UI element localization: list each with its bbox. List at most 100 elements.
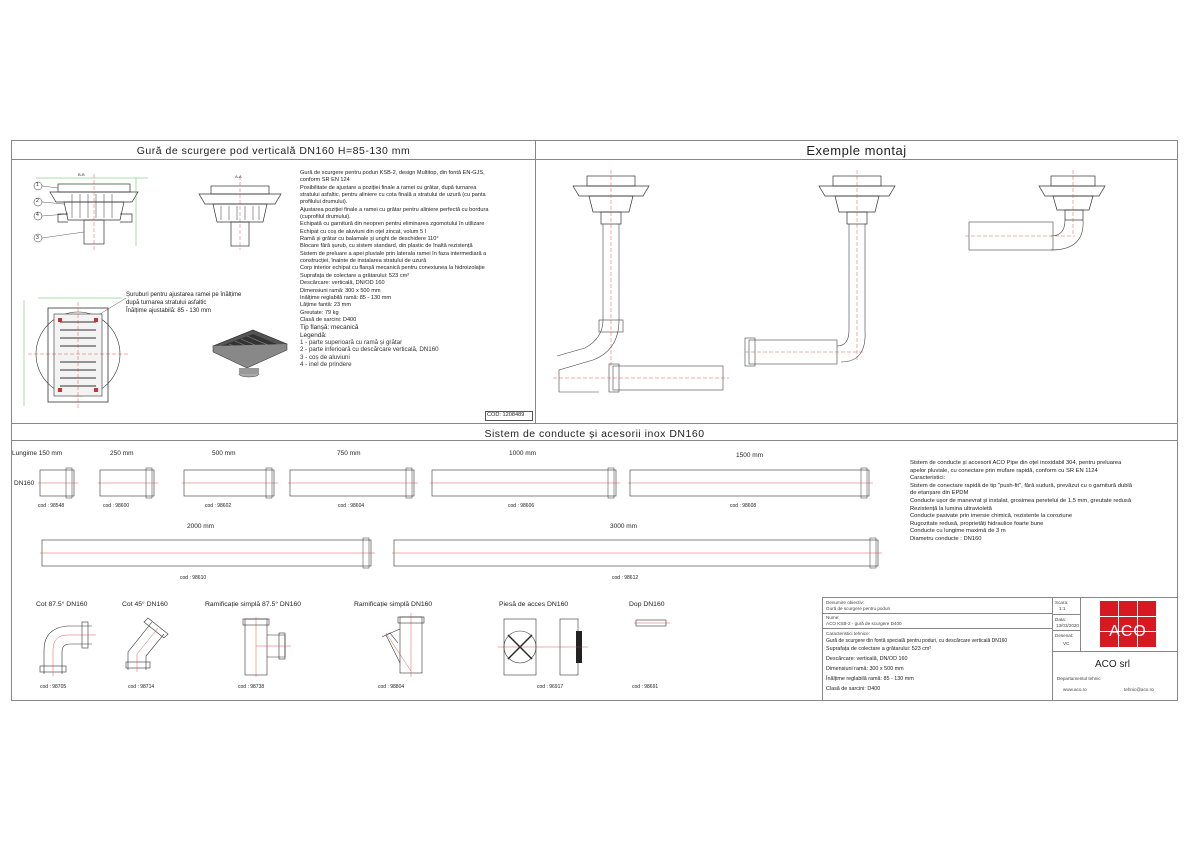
cod-box <box>485 411 533 421</box>
system-line: Conducte pasivate prin imersie chimică, … <box>910 513 1073 520</box>
pipe-1500-cod: cod : 98608 <box>730 503 757 509</box>
pipe-250-drawing <box>98 467 158 499</box>
spec-line: Sistem de preluare a apei pluviale prin … <box>300 250 487 257</box>
pipe-1500-drawing <box>628 467 873 499</box>
tb-tech-line: Dimensiuni ramă: 300 x 500 mm <box>826 666 904 672</box>
adjust-annotation-3: Înălțime ajustabilă: 85 - 130 mm <box>126 308 212 314</box>
elbow-45-cod: cod : 98714 <box>128 684 155 690</box>
examples-section-title: Exemple montaj <box>806 143 907 158</box>
email-link[interactable]: tehnic@aco.ro <box>1124 687 1154 692</box>
branch-87-drawing <box>242 617 291 677</box>
spec-line: Greutate: 79 kg <box>300 309 339 316</box>
spec-line: Ajustarea poziției finale a ramei cu gră… <box>300 206 489 213</box>
system-line: apelor pluviale, cu conectare prin mufar… <box>910 467 1098 474</box>
pipe-500-length: 500 mm <box>212 450 236 457</box>
pipe-3000-length: 3000 mm <box>610 523 638 530</box>
fitting-branch-87-label: Ramificație simplă 87.5° DN160 <box>205 601 302 608</box>
cap-cod: cod : 98691 <box>632 684 659 690</box>
legend-item: 4 - inel de prindere <box>300 360 352 368</box>
drain-3d-view <box>212 329 288 378</box>
pipe-3000-drawing <box>392 537 882 569</box>
branch-87-cod: cod : 98738 <box>238 684 265 690</box>
aco-logo-text: ACO <box>1109 623 1147 640</box>
drain-cod: COD: 1208489 <box>487 412 525 418</box>
spec-line: Echipată cu garnitură din neopren pentru… <box>300 221 485 228</box>
spec-line: Ramă și grătar cu balamale și unghi de d… <box>300 236 439 243</box>
header-rule <box>11 159 1178 160</box>
elbow-87-cod: cod : 98705 <box>40 684 67 690</box>
system-description: Sistem de conducte și accesorii ACO Pipe… <box>910 460 1175 544</box>
fitting-branch-label: Ramificație simplă DN160 <box>354 601 433 608</box>
spec-line: conform SR EN 124 <box>300 177 350 184</box>
callout-2: 2 <box>36 198 39 204</box>
callout-1: 1 <box>36 182 39 188</box>
access-piece-drawing <box>498 618 588 676</box>
spec-line: Posibilitate de ajustare a poziției fina… <box>300 184 477 191</box>
spec-line: construcției, înainte de instalarea stra… <box>300 258 427 265</box>
fitting-cap-label: Dop DN160 <box>629 601 665 608</box>
legend-item: 1 - parte superioară cu ramă și grătar <box>300 338 403 346</box>
company-name: ACO srl <box>1095 659 1130 670</box>
pipe-150-cod: cod : 98548 <box>38 503 65 509</box>
drain-description: Gură de scurgere pentru poduri KSB-2, de… <box>300 170 532 368</box>
drain-side-drawing: A-A <box>198 174 282 250</box>
adjust-annotation-2: după turnarea stratului asfaltic <box>126 300 207 306</box>
section-mark-b: B-B <box>78 172 85 177</box>
pipe-2000-drawing <box>40 537 375 569</box>
website-link[interactable]: www.aco.ro <box>1063 687 1087 692</box>
tb-tech-line: Clasă de sarcini: D400 <box>826 686 881 692</box>
spec-line: (cuprofilul drumului). <box>300 214 351 221</box>
legend-title: Legendă: <box>300 331 327 339</box>
tb-object-value: Gură de scurgere pentru poduri <box>826 606 891 611</box>
system-line: Sistem de conectare rapidă de tip "push-… <box>910 482 1132 489</box>
tb-tech-line: Descărcare: verticală, DN/OD 160 <box>826 656 908 662</box>
callout-3: 3 <box>36 235 39 241</box>
tb-row-4 <box>1052 630 1080 631</box>
tb-row-1 <box>822 613 1052 614</box>
spec-line: Dimensiuni ramă: 300 x 500 mm <box>300 287 381 294</box>
spec-line: Corp interior echipat cu flanșă mecanică… <box>300 265 485 272</box>
access-piece-cod: cod : 96917 <box>537 684 564 690</box>
drain-plan-drawing <box>23 297 128 408</box>
tb-tech-label: Caracteristici tehnice: <box>826 631 870 636</box>
system-line: Conducte cu lungime maximă de 3 m <box>910 528 1006 535</box>
spec-line: stratului asfaltic, pentru aliniere cu c… <box>300 192 486 199</box>
adjust-annotation-1: Șuruburi pentru ajustarea ramei pe înălț… <box>126 292 242 298</box>
pipes-section-title: Sistem de conducte și acesorii inox DN16… <box>484 428 705 440</box>
cap-drawing <box>634 619 670 627</box>
tb-divider-2 <box>1080 597 1081 651</box>
legend-item: 3 - coș de aluviuni <box>300 353 350 361</box>
tb-row-5 <box>1052 651 1178 652</box>
pipe-1000-cod: cod : 98606 <box>508 503 535 509</box>
system-line: Caracteristici: <box>910 475 946 482</box>
pipe-250-length: 250 mm <box>110 450 134 457</box>
pipes-header-rule <box>11 440 1178 441</box>
tb-scale-label: Scara: <box>1055 600 1069 605</box>
pipe-500-drawing <box>182 467 278 499</box>
spec-line: Înălțime reglabilă ramă: 85 - 130 mm <box>300 294 392 301</box>
spec-line: Echipat cu coș de aluviuni din oțel zinc… <box>300 228 426 235</box>
system-line: Conducte ușor de manevrat și instalat, g… <box>910 497 1132 504</box>
pipe-1000-length: 1000 mm <box>509 450 537 457</box>
tb-row-3 <box>1052 614 1080 615</box>
spec-line: Descărcare: verticală, DN/OD 160 <box>300 280 385 287</box>
aco-logo: ACO <box>1100 601 1156 647</box>
pipe-750-drawing <box>288 467 418 499</box>
system-line: Rugozitate redusă, proprietăți hidraulic… <box>910 520 1044 527</box>
system-line: de etanșare din EPDM <box>910 490 969 497</box>
examples-panel <box>535 140 1178 424</box>
pipe-2000-cod: cod : 98610 <box>180 575 207 581</box>
drain-section-title: Gură de scurgere pod verticală DN160 H=8… <box>136 145 411 157</box>
example-2-drawing <box>744 170 896 367</box>
branch-drawing <box>381 613 425 677</box>
pipe-1500-length: 1500 mm <box>736 452 764 459</box>
elbow-45-drawing <box>125 617 169 672</box>
pipe-2000-length: 2000 mm <box>187 523 215 530</box>
tb-drawn-value: VC <box>1063 641 1070 646</box>
pipe-1000-drawing <box>430 467 620 499</box>
fitting-access-label: Piesă de acces DN160 <box>499 601 569 608</box>
example-3-drawing <box>965 170 1106 251</box>
system-line: Rezistență la lumina ultravioletă <box>910 505 992 512</box>
tb-row-2 <box>822 628 1052 629</box>
example-1-drawing <box>553 170 729 393</box>
